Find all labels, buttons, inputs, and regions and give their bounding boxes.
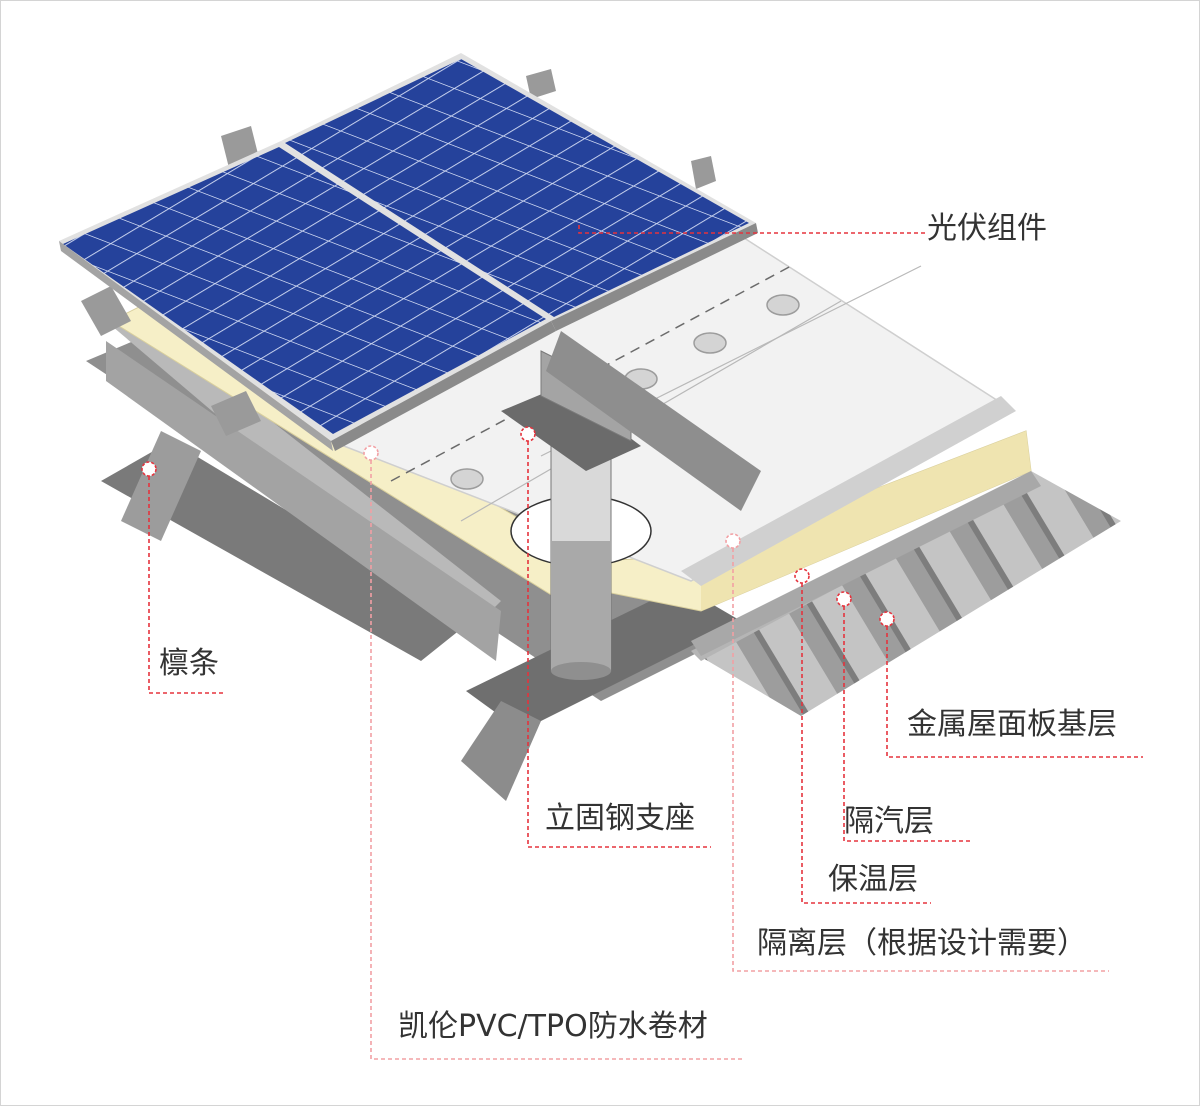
label-vapor-barrier: 隔汽层 [844, 804, 934, 839]
label-insulation: 保温层 [828, 862, 918, 897]
leader-lines [141, 225, 1143, 1060]
label-isolation-layer: 隔离层（根据设计需要） [757, 926, 1087, 961]
roof-layer-stack [106, 235, 1041, 661]
steel-support [501, 331, 761, 680]
label-metal-deck: 金属屋面板基层 [907, 707, 1117, 742]
label-steel-support: 立固钢支座 [545, 801, 695, 836]
label-pv-module: 光伏组件 [927, 211, 1047, 246]
label-purlin: 檩条 [159, 646, 219, 681]
label-membrane: 凯伦PVC/TPO防水卷材 [398, 1009, 708, 1044]
pv-modules [59, 53, 758, 451]
